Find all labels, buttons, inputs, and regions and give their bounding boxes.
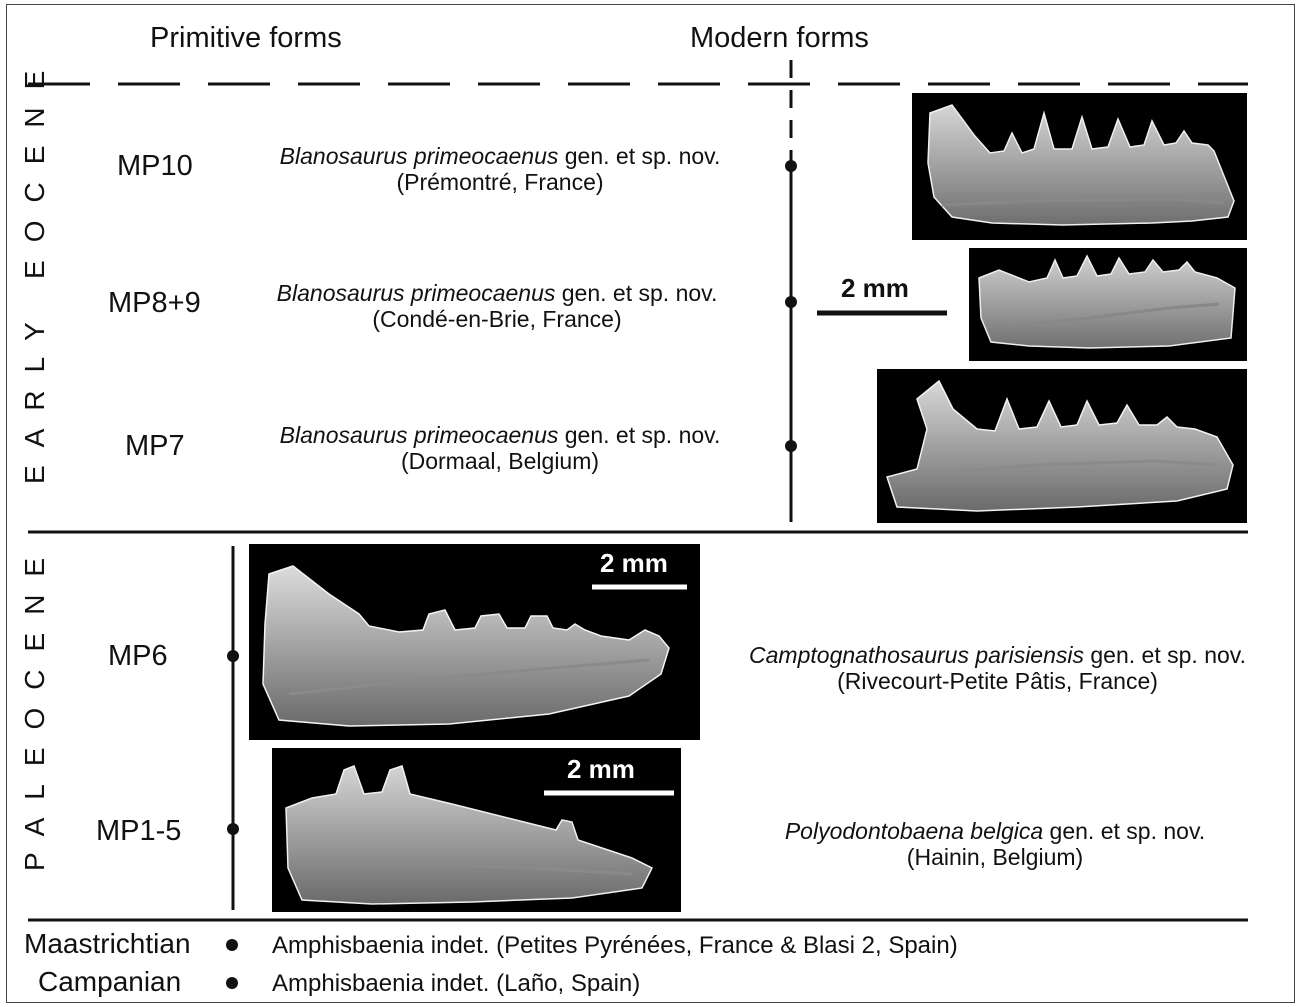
mp7-specimen-photo: [877, 369, 1247, 523]
mp8-9-dot: [785, 296, 797, 308]
taxon-mp1-5: Polyodontobaena belgica gen. et sp. nov.…: [720, 818, 1270, 870]
mp10-dot: [785, 160, 797, 172]
taxon-mp8-9: Blanosaurus primeocaenus gen. et sp. nov…: [237, 280, 757, 332]
cretaceous-row-campanian: Campanian: [38, 966, 181, 998]
early-eocene-label: EARLY EOCENE: [19, 124, 51, 484]
taxon-mp7: Blanosaurus primeocaenus gen. et sp. nov…: [240, 422, 760, 474]
mp7-dot: [785, 440, 797, 452]
mp8-9-specimen-photo: [969, 248, 1247, 361]
taxon-mp6-suffix: gen. et sp. nov.: [1084, 642, 1246, 668]
taxon-mp7-suffix: gen. et sp. nov.: [558, 422, 720, 448]
jaw-silhouette-mp10: [912, 93, 1247, 240]
stage-mp10: MP10: [117, 150, 193, 183]
taxon-mp8-9-locality: (Condé-en-Brie, France): [237, 306, 757, 332]
taxon-mp10: Blanosaurus primeocaenus gen. et sp. nov…: [240, 143, 760, 195]
taxon-mp6: Camptognathosaurus parisiensis gen. et s…: [700, 642, 1295, 694]
taxon-mp6-locality: (Rivecourt-Petite Pâtis, France): [700, 668, 1295, 694]
taxon-mp10-suffix: gen. et sp. nov.: [558, 143, 720, 169]
stage-mp7: MP7: [125, 430, 185, 463]
stage-maastrichtian: Maastrichtian: [24, 928, 191, 959]
mp1-5-scale-label: 2 mm: [567, 754, 635, 785]
campanian-dot: [226, 977, 238, 989]
jaw-silhouette-mp7: [877, 369, 1247, 523]
taxon-mp1-5-locality: (Hainin, Belgium): [720, 844, 1270, 870]
taxon-mp7-locality: (Dormaal, Belgium): [240, 448, 760, 474]
maastrichtian-dot: [226, 939, 238, 951]
mp1-5-scale-bar: [544, 788, 674, 798]
taxon-mp8-9-name: Blanosaurus primeocaenus: [277, 280, 556, 306]
taxon-mp1-5-name: Polyodontobaena belgica: [785, 818, 1043, 844]
taxon-mp10-name: Blanosaurus primeocaenus: [280, 143, 559, 169]
taxon-mp1-5-suffix: gen. et sp. nov.: [1043, 818, 1205, 844]
mp10-specimen-photo: [912, 93, 1247, 240]
jaw-silhouette-mp8-9: [969, 248, 1247, 361]
eocene-scale-label: 2 mm: [841, 273, 909, 304]
taxon-mp6-name: Camptognathosaurus parisiensis: [749, 642, 1084, 668]
paleocene-label: PALEOCENE: [19, 581, 51, 871]
taxon-mp8-9-suffix: gen. et sp. nov.: [555, 280, 717, 306]
mp1-5-dot: [227, 823, 239, 835]
campanian-record: Amphisbaenia indet. (Laño, Spain): [272, 970, 640, 998]
mp6-scale-bar: [592, 582, 687, 592]
stage-mp1-5: MP1-5: [96, 815, 181, 848]
mp6-scale-label: 2 mm: [600, 548, 668, 579]
maastrichtian-record: Amphisbaenia indet. (Petites Pyrénées, F…: [272, 932, 958, 960]
stage-mp6: MP6: [108, 640, 168, 673]
taxon-mp10-locality: (Prémontré, France): [240, 169, 760, 195]
mp6-dot: [227, 650, 239, 662]
stage-mp8-9: MP8+9: [108, 287, 201, 320]
taxon-mp7-name: Blanosaurus primeocaenus: [280, 422, 559, 448]
cretaceous-row-maastrichtian: Maastrichtian: [24, 928, 191, 960]
stage-campanian: Campanian: [38, 966, 181, 997]
